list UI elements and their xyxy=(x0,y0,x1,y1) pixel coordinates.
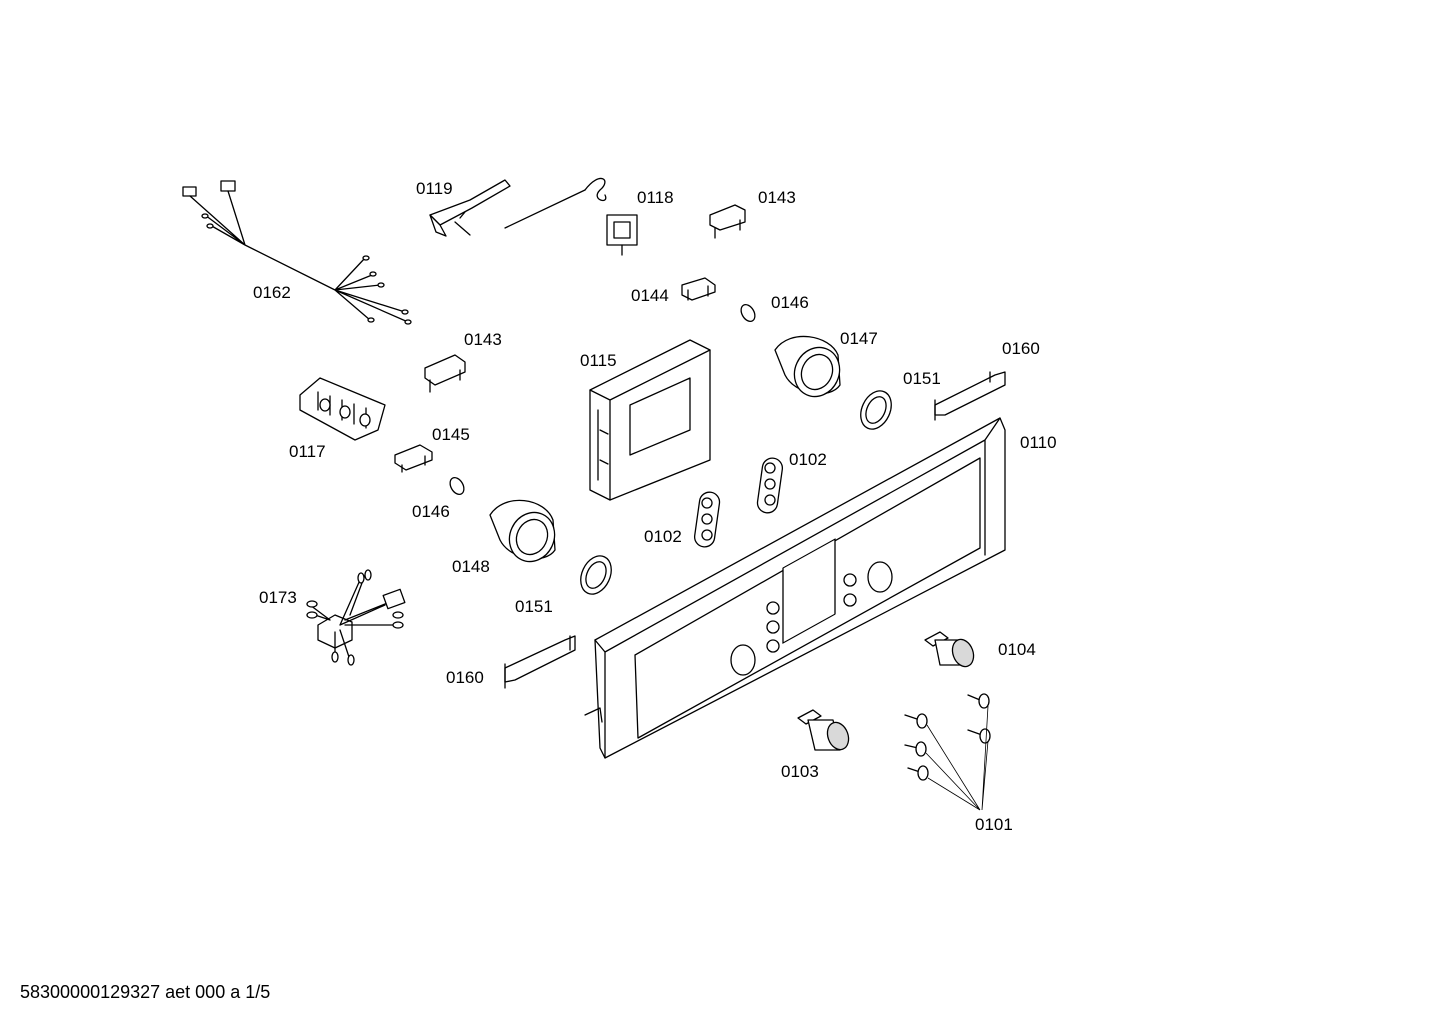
label-0143-middle: 0143 xyxy=(464,330,502,349)
label-0102-lower: 0102 xyxy=(644,527,682,546)
part-0160-clip-upper xyxy=(934,371,1006,421)
label-0160-lower: 0160 xyxy=(446,668,484,687)
label-0146-lower: 0146 xyxy=(412,502,450,521)
part-0143-clip-middle xyxy=(424,354,466,393)
part-0118-thermostat xyxy=(504,177,638,256)
label-0119: 0119 xyxy=(416,179,453,198)
part-0147-knob-housing xyxy=(774,335,841,398)
label-0148: 0148 xyxy=(452,557,490,576)
part-0103-knob xyxy=(797,709,850,751)
label-0101: 0101 xyxy=(975,815,1013,834)
part-0115-control-module xyxy=(589,339,711,501)
drawing-reference-footer: 58300000129327 aet 000 a 1/5 xyxy=(20,982,271,1002)
label-0102-top: 0102 xyxy=(789,450,827,469)
part-0143-clip-top xyxy=(709,204,746,239)
label-0118: 0118 xyxy=(637,188,674,207)
label-0147: 0147 xyxy=(840,329,878,348)
label-0151-lower: 0151 xyxy=(515,597,553,616)
part-0117-terminal-block xyxy=(299,377,386,441)
part-0101-screws xyxy=(904,693,991,811)
label-0173: 0173 xyxy=(259,588,297,607)
part-0110-control-panel xyxy=(584,417,1006,759)
part-0162-wire-harness xyxy=(182,180,412,325)
label-0143-top: 0143 xyxy=(758,188,796,207)
part-0148-knob-housing xyxy=(489,499,556,563)
part-0146-lamp-lower xyxy=(449,476,465,496)
part-0145-holder xyxy=(394,444,433,473)
part-0119-switch xyxy=(429,179,511,237)
label-0103: 0103 xyxy=(781,762,819,781)
part-0146-lamp-top xyxy=(740,303,756,323)
part-0151-ring-lower xyxy=(580,555,612,595)
part-0104-knob xyxy=(924,631,975,668)
label-0151-top: 0151 xyxy=(903,369,941,388)
label-0162: 0162 xyxy=(253,283,291,302)
part-0102-lens-upper xyxy=(756,457,784,514)
part-0144-holder xyxy=(681,277,716,301)
part-0173-wire-harness xyxy=(306,569,406,666)
label-0104: 0104 xyxy=(998,640,1036,659)
label-0145: 0145 xyxy=(432,425,470,444)
part-0151-ring-upper xyxy=(860,390,892,430)
label-0115: 0115 xyxy=(580,351,617,370)
part-0160-clip-lower xyxy=(504,635,576,689)
part-0102-lens-lower xyxy=(693,491,721,548)
label-0160-top: 0160 xyxy=(1002,339,1040,358)
label-0110: 0110 xyxy=(1020,433,1057,452)
label-0146-top: 0146 xyxy=(771,293,809,312)
label-0117: 0117 xyxy=(289,442,326,461)
label-0144: 0144 xyxy=(631,286,669,305)
